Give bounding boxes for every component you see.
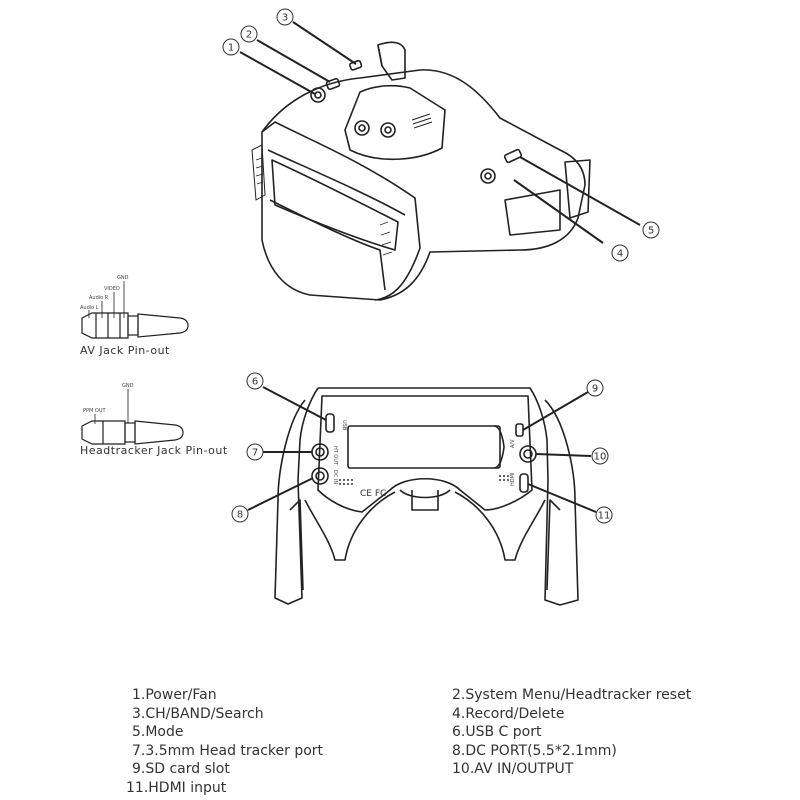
callout-10: 10 (591, 447, 609, 465)
av-jack-diagram: Audio L Audio R VIDEO GND AV Jack Pin-ou… (80, 275, 189, 357)
goggles-top-view (251, 41, 591, 301)
legend-item-1: 1.Power/Fan (132, 687, 217, 703)
callout-lines-bottom (247, 386, 597, 513)
legend-item-7: 7.3.5mm Head tracker port (132, 742, 324, 759)
legend-item-11: 11.HDMI input (126, 779, 227, 796)
legend-item-4: 4.Record/Delete (452, 705, 565, 722)
av-pin-gnd: GND (117, 275, 129, 281)
ht-pin-gnd: GND (122, 383, 134, 389)
legend-item-5: 5.Mode (132, 724, 184, 740)
callout-4: 4 (611, 244, 629, 262)
legend-item-6: 6.USB C port (452, 724, 542, 740)
legend-item-10: 10.AV IN/OUTPUT (452, 761, 574, 777)
callout-8-number: 8 (237, 510, 243, 521)
av-pin-audio-l: Audio L (80, 305, 99, 311)
callout-5: 5 (642, 221, 660, 239)
callout-11: 11 (595, 506, 613, 524)
callout-2-number: 2 (246, 30, 252, 41)
bottom-vent-dots (339, 475, 509, 485)
av-pin-video: VIDEO (104, 286, 120, 292)
callout-4-number: 4 (617, 249, 623, 260)
port-label-hdmi: HDMI (510, 473, 516, 486)
headtracker-jack-title: Headtracker Jack Pin-out (80, 444, 228, 457)
goggles-bottom-view (274, 387, 579, 606)
callout-11-number: 11 (598, 511, 611, 522)
callout-10-number: 10 (594, 452, 607, 463)
callout-9-number: 9 (592, 384, 598, 395)
port-label-usb: USB (341, 420, 347, 431)
callout-9: 9 (586, 379, 604, 397)
legend-item-2: 2.System Menu/Headtracker reset (452, 687, 692, 703)
callout-1-number: 1 (228, 43, 234, 54)
callout-5-number: 5 (648, 226, 654, 237)
callout-1: 1 (222, 38, 240, 56)
callout-6: 6 (246, 372, 264, 390)
port-label-ht-out: HT OUT (332, 446, 338, 466)
headtracker-jack-diagram: PPM OUT GND Headtracker Jack Pin-out (80, 383, 228, 457)
callout-lines-top (239, 21, 641, 244)
callout-7: 7 (246, 443, 264, 461)
legend-left-column: 1.Power/Fan 3.CH/BAND/Search 5.Mode 7.3.… (126, 686, 324, 797)
certification-marks: CE FC (360, 489, 386, 499)
legend-right-column: 2.System Menu/Headtracker reset 4.Record… (452, 686, 691, 779)
callout-8: 8 (231, 505, 249, 523)
av-pin-audio-r: Audio R (89, 295, 109, 301)
legend-item-3: 3.CH/BAND/Search (132, 705, 264, 722)
ht-pin-ppm-out: PPM OUT (83, 408, 107, 414)
port-label-dc-in: DC IN (332, 470, 338, 484)
callout-3: 3 (276, 8, 294, 26)
callout-6-number: 6 (252, 377, 258, 388)
legend-item-9: 9.SD card slot (132, 761, 230, 777)
port-label-av: A/V (510, 439, 516, 448)
callout-7-number: 7 (252, 448, 258, 459)
av-jack-title: AV Jack Pin-out (80, 344, 170, 357)
callout-2: 2 (240, 25, 258, 43)
callout-3-number: 3 (282, 13, 288, 24)
legend-item-8: 8.DC PORT(5.5*2.1mm) (452, 742, 617, 759)
